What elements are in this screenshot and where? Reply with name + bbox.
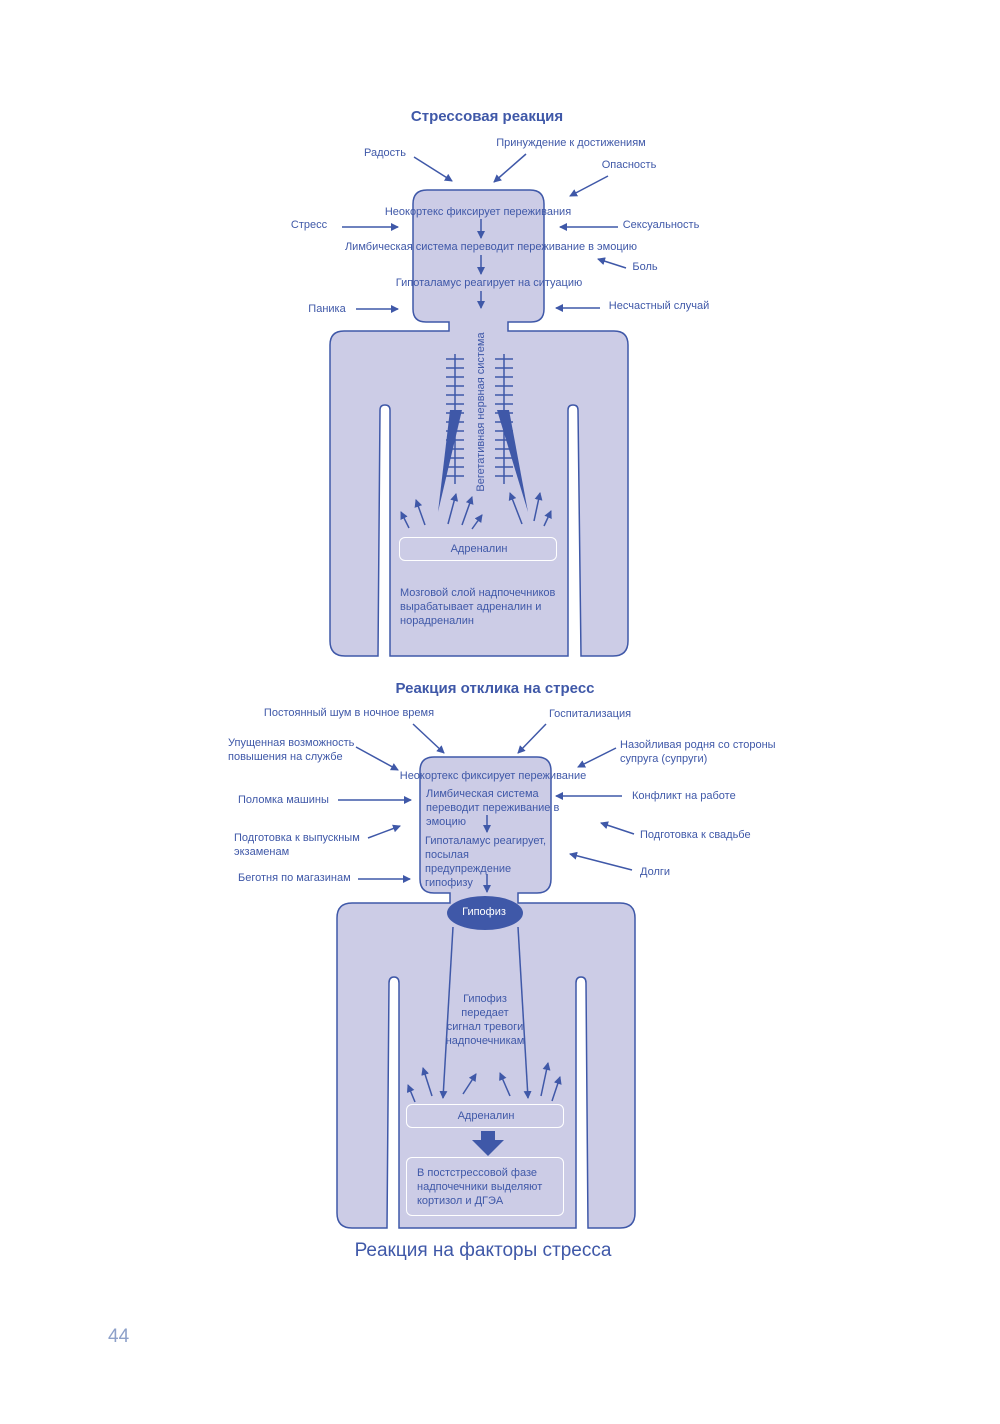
factor-missed-promotion: Упущенная возможность повышения на служб…: [228, 737, 355, 763]
adrenaline-box-1: Адреналин: [399, 537, 557, 561]
adrenaline-label-2: Адреналин: [457, 1110, 515, 1122]
factor-achievement-pressure: Принуждение к достижениям: [496, 137, 646, 149]
adrenal-medulla-text: Мозговой слой надпочечников вырабатывает…: [400, 587, 556, 627]
step-neocortex-2: Неокортекс фиксирует переживание: [399, 770, 587, 782]
factor-accident: Несчастный случай: [608, 300, 710, 312]
factor-sexuality: Сексуальность: [622, 219, 700, 231]
factor-stress: Стресс: [290, 219, 328, 231]
factor-debts: Долги: [640, 866, 671, 878]
diagram2-title: Реакция отклика на стресс: [395, 680, 595, 697]
factor-panic: Паника: [308, 303, 346, 315]
figure-caption: Реакция на факторы стресса: [354, 1240, 612, 1261]
step-limbic-1: Лимбическая система переводит переживани…: [344, 241, 638, 253]
factor-arrows-1: [342, 153, 627, 313]
radiating-arrows-1: [400, 492, 552, 530]
step-neocortex-1: Неокортекс фиксирует переживания: [384, 206, 572, 218]
nerve-wedge-left: [438, 410, 462, 512]
diagram1-title: Стрессовая реакция: [410, 108, 564, 125]
factor-annoying-relatives: Назойливая родня со стороны супруга (суп…: [620, 739, 776, 765]
factor-hospitalization: Госпитализация: [548, 708, 632, 720]
pituitary-ellipse: [447, 896, 523, 930]
adrenaline-label-1: Адреналин: [450, 543, 508, 555]
pituitary-signal-text: Гипофиз передает сигнал тревоги надпочеч…: [445, 993, 525, 1047]
factor-danger: Опасность: [601, 159, 657, 171]
body-silhouette-2: [336, 756, 636, 1229]
adrenaline-box-2: Адреналин: [406, 1104, 564, 1128]
factor-shopping: Беготня по магазинам: [238, 872, 351, 884]
nerve-wedge-right: [497, 410, 528, 512]
post-stress-text: В постстрессовой фазе надпочечники выдел…: [417, 1167, 543, 1207]
radiating-arrows-2: [406, 1062, 562, 1103]
thick-down-arrow: [472, 1131, 504, 1156]
factor-work-conflict: Конфликт на работе: [632, 790, 736, 802]
step-hypothalamus-2: Гипоталамус реагирует, посылая предупреж…: [425, 835, 547, 889]
step-limbic-2: Лимбическая система переводит переживани…: [426, 788, 560, 828]
factor-car-breakdown: Поломка машины: [238, 794, 329, 806]
signal-arrows-2: [439, 926, 532, 1099]
pituitary-label: Гипофиз: [462, 906, 506, 918]
factor-exam-prep: Подготовка к выпускным экзаменам: [234, 832, 360, 858]
page-number: 44: [108, 1326, 130, 1347]
factor-joy: Радость: [364, 147, 406, 159]
factor-arrows-2: [338, 723, 635, 883]
factor-night-noise: Постоянный шум в ночное время: [263, 707, 435, 719]
step-hypothalamus-1: Гипоталамус реагирует на ситуацию: [395, 277, 583, 289]
post-stress-box: В постстрессовой фазе надпочечники выдел…: [406, 1157, 564, 1216]
factor-pain: Боль: [632, 261, 658, 273]
factor-wedding-prep: Подготовка к свадьбе: [640, 829, 751, 841]
autonomic-nervous-system-label: Вегетативная нервная система: [475, 332, 487, 492]
